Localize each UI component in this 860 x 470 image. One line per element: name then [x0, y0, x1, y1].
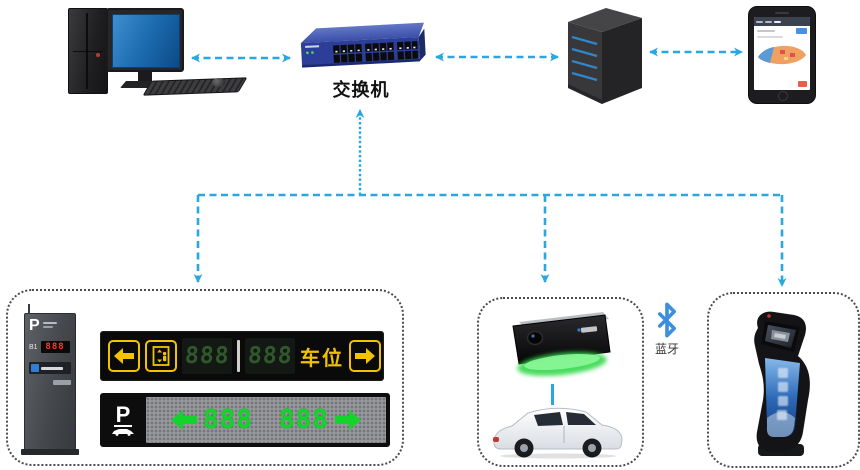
- switch-label: 交换机: [332, 80, 390, 100]
- network-switch: [300, 22, 426, 68]
- display-separator: [237, 340, 240, 372]
- green-right-arrow-icon: [334, 410, 361, 430]
- kiosk-label-strip: [53, 380, 71, 385]
- kiosk-text-line: [42, 322, 57, 324]
- phone-app-header: [754, 17, 810, 26]
- led-matrix-panel: 888 888: [146, 397, 386, 443]
- monitor-neck: [138, 72, 152, 81]
- parking-display-outdoor: P 888 888: [100, 393, 390, 447]
- bluetooth-label: 蓝牙: [654, 342, 679, 356]
- outdoor-sign-p-cell: P: [104, 397, 142, 443]
- phone-text-line-2: [757, 36, 783, 38]
- desktop-tower: [68, 8, 108, 94]
- phone-blue-button: [796, 28, 807, 34]
- count-display-left: 888: [182, 338, 232, 374]
- monitor-screen: [112, 14, 180, 68]
- right-arrow-icon: [349, 340, 381, 372]
- left-arrow-icon: [108, 340, 140, 372]
- phone-speaker: [775, 12, 789, 14]
- kiosk-zone-box: [707, 292, 860, 468]
- brand-logo-mark: [31, 364, 39, 372]
- elevator-icon: [145, 340, 177, 372]
- count-left-value: 888: [183, 343, 231, 369]
- brand-plate: [29, 362, 71, 374]
- parking-map-graphic: [758, 45, 806, 65]
- outdoor-p-logo: P: [113, 401, 133, 427]
- phone-screen: [754, 17, 810, 90]
- matrix-count-right: 888: [279, 405, 329, 435]
- green-left-arrow-icon: [171, 410, 198, 430]
- smartphone: [748, 6, 816, 104]
- space-count-led: 888: [40, 341, 70, 353]
- space-count-value: 888: [45, 342, 65, 352]
- kiosk-p-logo: P: [29, 317, 40, 334]
- mouse: [212, 78, 225, 87]
- matrix-count-left: 888: [203, 405, 253, 435]
- bluetooth-icon: [658, 302, 676, 338]
- entrance-machine-base: [21, 449, 79, 455]
- car: [493, 407, 623, 459]
- brand-text-bar: [41, 366, 63, 370]
- server: [568, 8, 642, 104]
- power-led: [96, 52, 100, 57]
- space-detector-camera: [512, 312, 611, 376]
- camera-to-car-link: [551, 384, 554, 405]
- entrance-sign-machine: P B1 888: [24, 304, 76, 451]
- floor-label: B1: [29, 343, 38, 351]
- detection-zone-box: [477, 297, 644, 467]
- antenna: [28, 304, 30, 314]
- monitor-base: [120, 81, 170, 88]
- count-right-value: 888: [246, 343, 294, 369]
- entrance-zone-box: [6, 289, 404, 466]
- phone-text-line: [757, 30, 775, 32]
- count-display-right: 888: [245, 338, 295, 374]
- tower-seam-horizontal: [73, 51, 103, 52]
- query-kiosk: [754, 311, 810, 456]
- monitor: [106, 8, 184, 72]
- phone-home-button: [778, 91, 788, 101]
- parking-display-indoor: 888 888 车位: [100, 331, 384, 381]
- spaces-label: 车位: [300, 347, 344, 370]
- car-icon: [112, 428, 134, 436]
- kiosk-text-line-2: [42, 326, 53, 328]
- phone-red-button: [798, 81, 807, 87]
